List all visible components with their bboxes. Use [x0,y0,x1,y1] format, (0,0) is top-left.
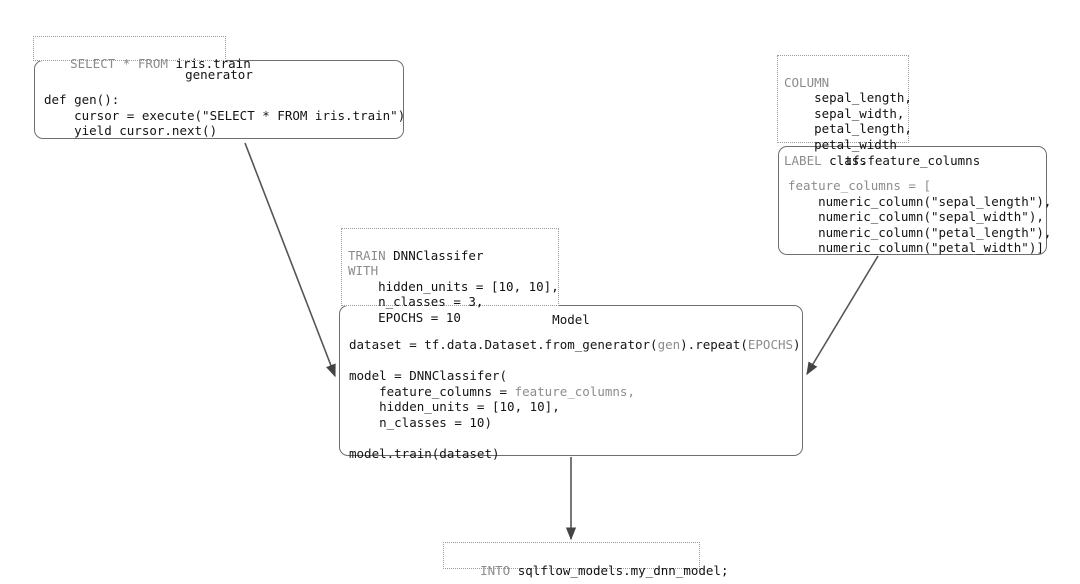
feature-columns-title: tf.feature_columns [844,153,981,168]
with-keyword: WITH [348,263,379,279]
model-feature-value: feature_columns, [514,383,635,399]
train-clause-box[interactable]: TRAIN DNNClassifer WITH hidden_units = [… [341,228,559,325]
feature-columns-box[interactable]: tf.feature_columns feature_columns = [ n… [778,146,1051,255]
model-title: Model [552,312,590,327]
model-code: dataset = tf.data.Dataset.from_generator… [340,328,802,468]
label-value: class [829,152,867,168]
model-dataset-line: dataset = tf.data.Dataset.from_generator… [349,337,801,352]
train-attr-1: n_classes = 3, [348,294,484,310]
feature-columns-line-0: numeric_column("sepal_length"), [788,193,1052,209]
generator-line-1: cursor = execute("SELECT * FROM iris.tra… [44,107,406,123]
into-keyword: INTO [480,562,518,578]
into-clause-box[interactable]: INTO sqlflow_models.my_dnn_model; [443,542,728,578]
feature-columns-line-2: numeric_column("petal_length"), [788,224,1052,240]
column-clause-box[interactable]: COLUMN sepal_length, sepal_width, petal_… [777,55,912,168]
generator-line-2: yield cursor.next() [44,123,218,139]
model-train-line: model.train(dataset) [349,446,500,462]
column-item-3: petal_width [784,136,897,152]
model-box[interactable]: Model dataset = tf.data.Dataset.from_gen… [339,305,803,461]
train-estimator: DNNClassifer [393,247,484,263]
model-feature-line: feature_columns = feature_columns, [349,384,635,399]
column-keyword: COLUMN [784,74,830,90]
label-keyword: LABEL [784,152,830,168]
select-clause-box[interactable]: SELECT * FROM iris.train [33,36,251,71]
train-attr-0: hidden_units = [10, 10], [348,278,559,294]
column-item-0: sepal_length, [784,90,912,106]
model-n-classes-line: n_classes = 10) [349,414,492,430]
into-model-name: sqlflow_models.my_dnn_model; [517,562,729,578]
generator-code: def gen(): cursor = execute("SELECT * FR… [35,83,406,145]
select-keyword: SELECT * FROM [70,55,176,71]
model-hidden-units-line: hidden_units = [10, 10], [349,399,560,415]
generator-line-0: def gen(): [44,92,120,107]
model-dataset-epochs: EPOCHS [747,337,794,352]
model-dataset-mid: ).repeat( [680,337,748,352]
generator-box[interactable]: generator def gen(): cursor = execute("S… [34,60,405,139]
feature-columns-assign: feature_columns = [ [788,178,931,193]
train-attr-2: EPOCHS = 10 [348,309,461,325]
select-table: iris.train [175,55,251,71]
feature-columns-line-3: numeric_column("petal_width")] [788,240,1044,256]
column-item-1: sepal_width, [784,105,905,121]
model-dataset-gen: gen [657,337,681,352]
edge-feature-columns-to-model [806,255,879,376]
model-ctor-line: model = DNNClassifer( [349,368,508,384]
feature-columns-code: feature_columns = [ numeric_column("sepa… [779,169,1051,262]
column-item-2: petal_length, [784,121,912,137]
model-feature-prefix: feature_columns = [349,383,515,399]
generator-title: generator [185,67,253,82]
model-dataset-prefix: dataset = tf.data.Dataset.from_generator… [349,337,658,352]
edge-generator-to-model [244,142,336,378]
train-keyword: TRAIN [348,247,394,263]
feature-columns-line-1: numeric_column("sepal_width"), [788,209,1044,225]
model-dataset-suffix: ) [793,337,801,352]
